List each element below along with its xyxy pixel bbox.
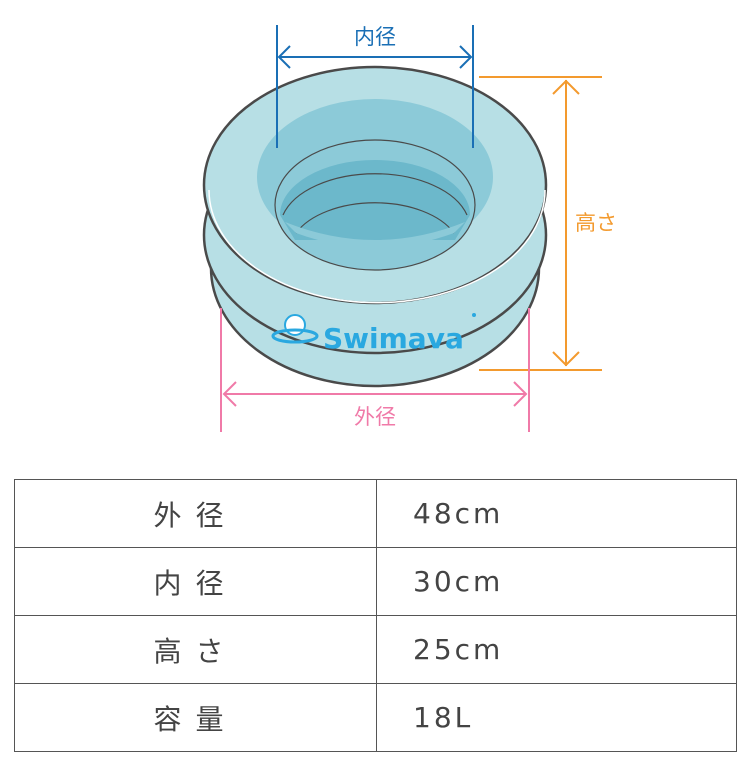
table-row: 高さ 25cm (14, 615, 737, 684)
svg-text:Swimava: Swimava (323, 322, 464, 355)
table-row: 内径 30cm (14, 547, 737, 616)
product-diagram: Swimava 内径 高さ 外径 (202, 25, 617, 432)
spec-label: 外径 (14, 479, 377, 548)
height-label: 高さ (575, 211, 617, 235)
inner-diameter-label: 内径 (354, 25, 396, 49)
outer-diameter-label: 外径 (354, 405, 396, 429)
height-dimension (479, 76, 602, 371)
spec-label: 高さ (14, 615, 377, 684)
spec-table: 外径 48cm 内径 30cm 高さ 25cm 容量 18L (14, 479, 737, 752)
table-row: 外径 48cm (14, 479, 737, 548)
table-row: 容量 18L (14, 683, 737, 752)
spec-label: 容量 (14, 683, 377, 752)
spec-label: 内径 (14, 547, 377, 616)
swimava-logo: Swimava (271, 313, 476, 355)
spec-value: 25cm (376, 615, 737, 684)
spec-value: 48cm (376, 479, 737, 548)
spec-value: 18L (376, 683, 737, 752)
spec-value: 30cm (376, 547, 737, 616)
inner-diameter-dimension (276, 25, 474, 148)
outer-diameter-dimension (220, 308, 530, 432)
